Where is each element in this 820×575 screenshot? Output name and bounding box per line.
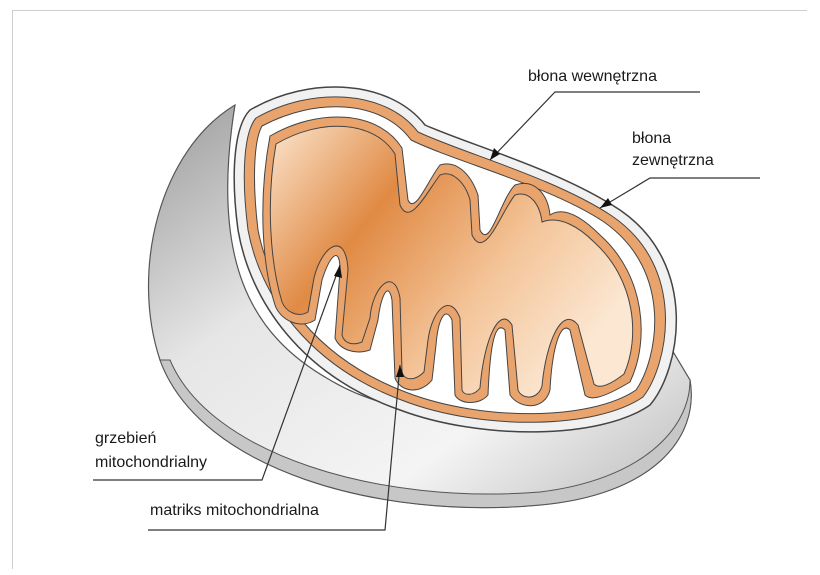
label-outer-membrane-line2: zewnętrzna [632,150,714,172]
label-outer-membrane-line1: błona [632,128,671,150]
label-crista-line1: grzebień [95,428,156,450]
label-crista-line2: mitochondrialny [95,452,207,474]
label-matrix: matriks mitochondrialna [150,500,319,522]
label-inner-membrane: błona wewnętrzna [528,66,657,88]
leader-outer-membrane [600,178,760,208]
